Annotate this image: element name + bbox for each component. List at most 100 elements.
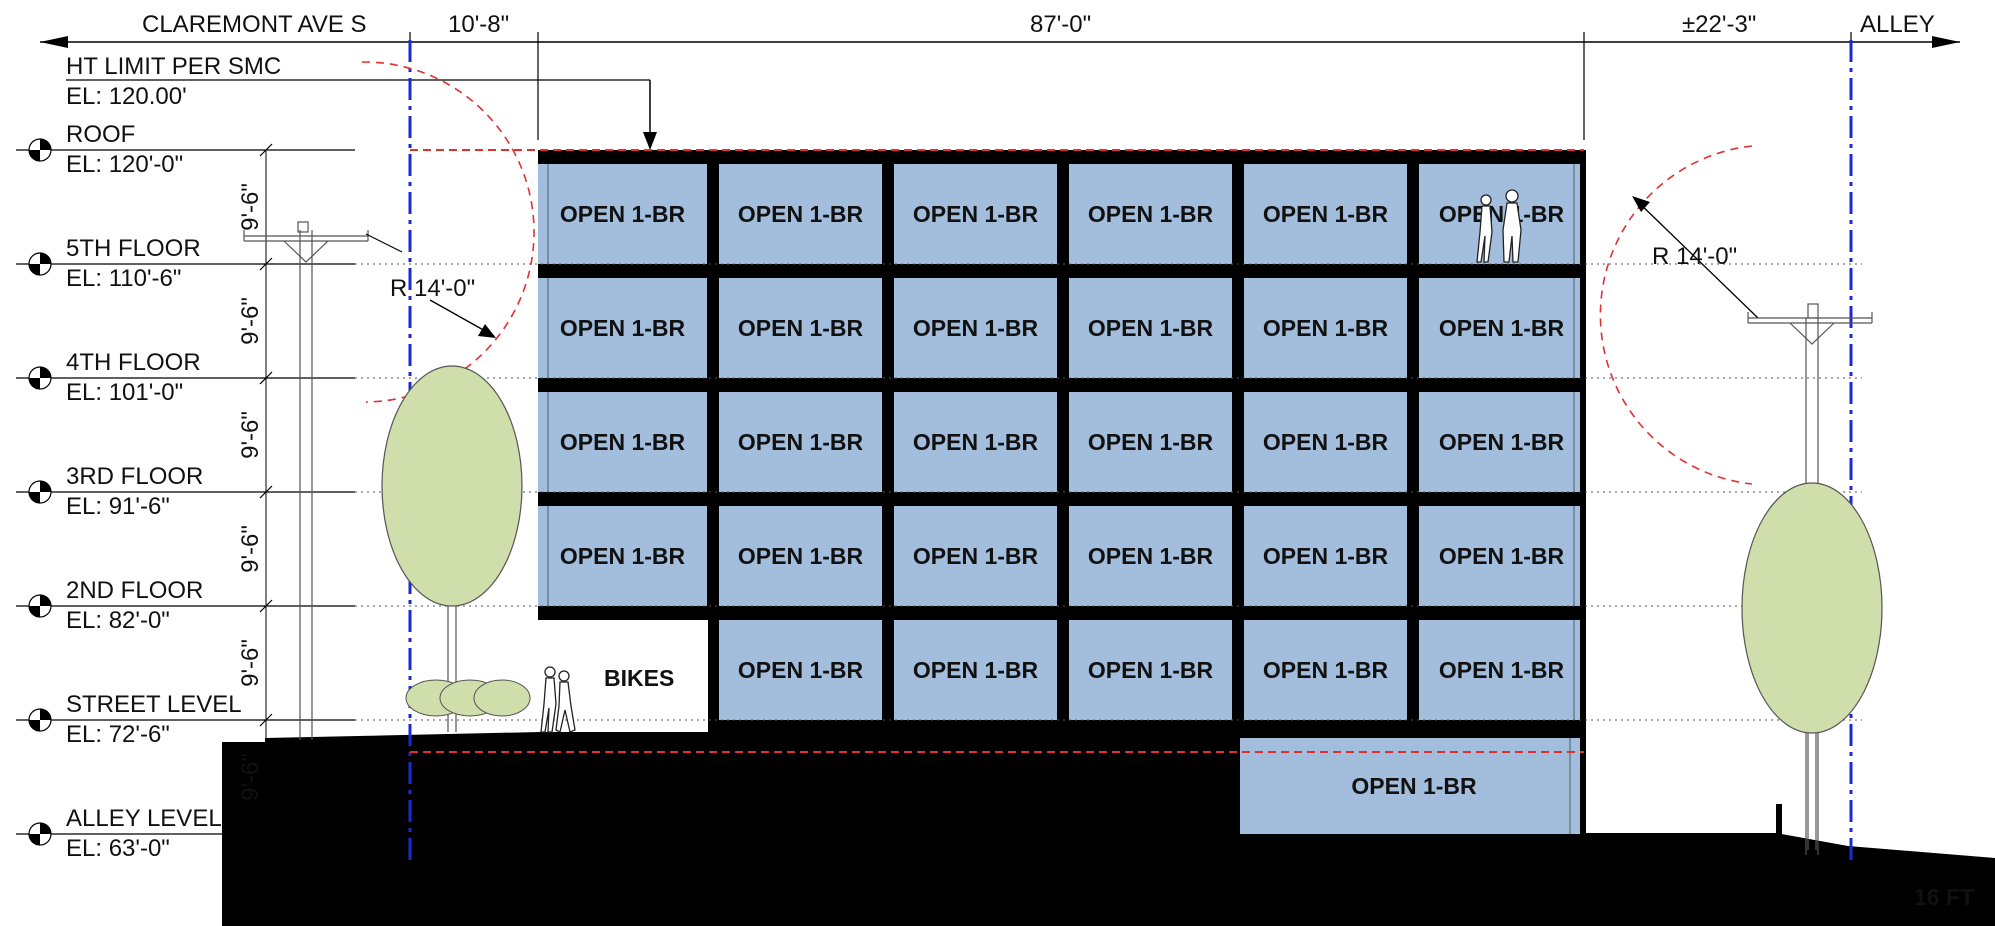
utility-pole-left [243, 221, 403, 740]
apartment-unit: OPEN 1-BR [538, 506, 707, 606]
dim-right-street: ALLEY [1860, 11, 1935, 38]
scale-label: 16 FT [1914, 884, 1974, 910]
height-limit-elevation: EL: 120.00' [66, 83, 187, 110]
dim-setback-front: 10'-8" [448, 11, 509, 38]
height-limit-title: HT LIMIT PER SMC [66, 53, 281, 80]
apartment-unit: OPEN 1-BR [894, 164, 1057, 264]
unit-label: OPEN 1-BR [1439, 429, 1565, 455]
unit-label: OPEN 1-BR [913, 657, 1039, 683]
unit-label: OPEN 1-BR [1088, 657, 1214, 683]
tree-right [1741, 482, 1883, 850]
level-name: 3RD FLOOR [66, 463, 203, 490]
apartment-unit: OPEN 1-BR [1069, 506, 1232, 606]
unit-label: OPEN 1-BR [1439, 315, 1565, 341]
apartment-unit: OPEN 1-BR [1419, 506, 1584, 606]
unit-label: OPEN 1-BR [1263, 657, 1389, 683]
unit-label: OPEN 1-BR [1088, 315, 1214, 341]
apartment-unit: OPEN 1-BR [1244, 620, 1407, 720]
apartment-unit: OPEN 1-BR [1419, 620, 1584, 720]
apartment-unit: OPEN 1-BR [719, 278, 882, 378]
apartment-unit: OPEN 1-BR [894, 392, 1057, 492]
unit-label: OPEN 1-BR [738, 657, 864, 683]
apartment-unit: OPEN 1-BR [719, 620, 882, 720]
floor-slab [538, 264, 1584, 278]
unit-label: OPEN 1-BR [1088, 543, 1214, 569]
people-figures-street [540, 666, 576, 733]
floor-height-dim: 9'-6" [237, 525, 264, 573]
unit-label: OPEN 1-BR [913, 543, 1039, 569]
unit-label: OPEN 1-BR [1263, 429, 1389, 455]
floor-height-dim: 9'-6" [237, 183, 264, 231]
level-elevation: EL: 91'-6" [66, 493, 170, 520]
level-name: ALLEY LEVEL [66, 805, 222, 832]
level-elevation: EL: 63'-0" [66, 835, 170, 862]
level-symbol [28, 480, 52, 504]
unit-label: OPEN 1-BR [560, 543, 686, 569]
apartment-unit-alley: OPEN 1-BR [1240, 738, 1580, 834]
level-name: STREET LEVEL [66, 691, 242, 718]
radius-right-label: R 14'-0" [1652, 243, 1737, 270]
unit-label: OPEN 1-BR [738, 201, 864, 227]
apartment-unit: OPEN 1-BR [1419, 164, 1584, 264]
dim-setback-rear: ±22'-3" [1682, 11, 1756, 38]
radius-left-label: R 14'-0" [390, 275, 475, 302]
level-markers: ROOF EL: 120'-0" 9'-6" 5TH FLOOR EL: 110'-6"… [16, 121, 1862, 862]
level-name: ROOF [66, 121, 135, 148]
apartment-unit: OPEN 1-BR [894, 278, 1057, 378]
top-dimension-line: CLAREMONT AVE S 10'-8" 87'-0" ±22'-3" AL… [40, 11, 1960, 140]
apartment-unit: OPEN 1-BR [719, 506, 882, 606]
floor-slab [538, 606, 1584, 620]
floor-slab [538, 492, 1584, 506]
level-elevation: EL: 82'-0" [66, 607, 170, 634]
bikes-label: BIKES [604, 665, 674, 691]
unit-label: OPEN 1-BR [1263, 315, 1389, 341]
tree-left [381, 365, 531, 732]
scale-bar: 16 FT [1713, 884, 1974, 910]
apartment-unit: OPEN 1-BR [538, 164, 707, 264]
apartment-unit: OPEN 1-BR [1069, 164, 1232, 264]
setback-arc-left: R 14'-0" [361, 61, 535, 403]
unit-label: OPEN 1-BR [913, 201, 1039, 227]
apartment-unit: OPEN 1-BR [894, 506, 1057, 606]
floor-height-dim: 9'-6" [237, 297, 264, 345]
unit-label: OPEN 1-BR [560, 429, 686, 455]
floor-slab [538, 378, 1584, 392]
unit-label: OPEN 1-BR [560, 315, 686, 341]
apartment-unit: OPEN 1-BR [1419, 392, 1584, 492]
unit-label: OPEN 1-BR [1263, 543, 1389, 569]
apartment-unit: OPEN 1-BR [538, 392, 707, 492]
level-elevation: EL: 120'-0" [66, 151, 183, 178]
apartment-unit: OPEN 1-BR [1419, 278, 1584, 378]
level-symbol [28, 138, 52, 162]
unit-label: OPEN 1-BR [913, 315, 1039, 341]
level-symbol [28, 366, 52, 390]
level-symbol [28, 708, 52, 732]
apartment-unit: OPEN 1-BR [1069, 620, 1232, 720]
unit-label: OPEN 1-BR [1088, 429, 1214, 455]
apartment-unit: OPEN 1-BR [719, 164, 882, 264]
setback-arc-right: R 14'-0" [1599, 145, 1759, 485]
unit-label: OPEN 1-BR [738, 429, 864, 455]
unit-label: OPEN 1-BR [1263, 201, 1389, 227]
level-name: 2ND FLOOR [66, 577, 203, 604]
unit-label: OPEN 1-BR [1439, 543, 1565, 569]
level-elevation: EL: 110'-6" [66, 265, 181, 292]
level-name: 5TH FLOOR [66, 235, 201, 262]
unit-label: OPEN 1-BR [738, 543, 864, 569]
apartment-unit: OPEN 1-BR [1244, 506, 1407, 606]
dim-left-street: CLAREMONT AVE S [142, 11, 367, 38]
people-figures-roof [1476, 189, 1522, 263]
unit-label: OPEN 1-BR [913, 429, 1039, 455]
level-symbol [28, 822, 52, 846]
level-symbol [28, 594, 52, 618]
apartment-unit: OPEN 1-BR [1069, 392, 1232, 492]
apartment-unit: OPEN 1-BR [719, 392, 882, 492]
apartment-unit: OPEN 1-BR [538, 278, 707, 378]
floor-slab [708, 720, 1584, 738]
floor-height-dim: 9'-6" [237, 753, 264, 801]
apartment-unit: OPEN 1-BR [1244, 392, 1407, 492]
unit-label: OPEN 1-BR [1439, 657, 1565, 683]
dim-building-width: 87'-0" [1030, 11, 1091, 38]
